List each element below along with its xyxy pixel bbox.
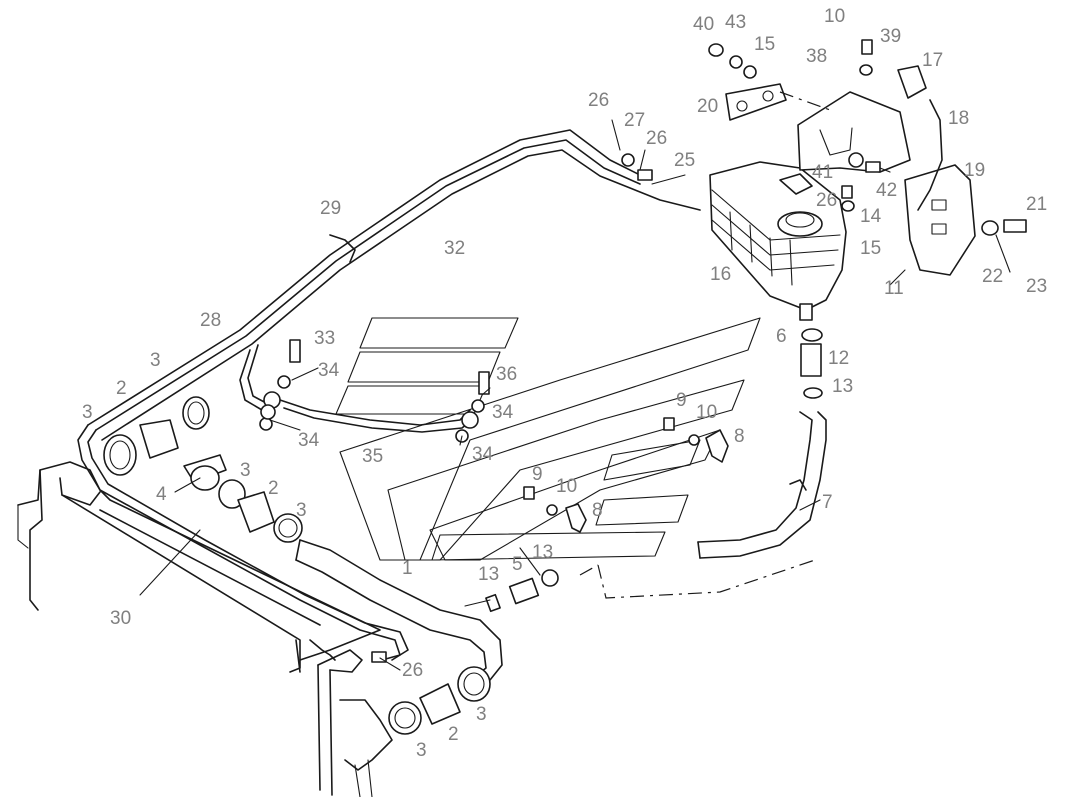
callout-12: 12 [828, 348, 849, 369]
callout-3: 3 [82, 402, 93, 423]
callout-39: 39 [880, 26, 901, 47]
callout-26: 26 [402, 660, 423, 681]
callout-20: 20 [697, 96, 718, 117]
callout-30: 30 [110, 608, 131, 629]
callout-2: 2 [448, 724, 459, 745]
callout-36: 36 [496, 364, 517, 385]
callout-3: 3 [150, 350, 161, 371]
callout-9: 9 [676, 390, 687, 411]
callout-17: 17 [922, 50, 943, 71]
callout-labels: 40 43 15 10 39 38 17 20 18 26 27 26 25 4… [82, 6, 1047, 761]
callout-8: 8 [592, 500, 603, 521]
callout-43: 43 [725, 12, 746, 33]
callout-22: 22 [982, 266, 1003, 287]
callout-27: 27 [624, 110, 645, 131]
callout-18: 18 [948, 108, 969, 129]
callout-10: 10 [556, 476, 577, 497]
background-logo-watermark [335, 317, 761, 561]
callout-25: 25 [674, 150, 695, 171]
callout-13: 13 [832, 376, 853, 397]
callout-15: 15 [754, 34, 775, 55]
callout-29: 29 [320, 198, 341, 219]
callout-15: 15 [860, 238, 881, 259]
callout-8: 8 [734, 426, 745, 447]
callout-33: 33 [314, 328, 335, 349]
callout-19: 19 [964, 160, 985, 181]
tank-brackets [371, 39, 1027, 663]
main-coolant-hoses [295, 411, 827, 691]
callout-1: 1 [402, 558, 413, 579]
expansion-tank [709, 161, 847, 321]
callout-38: 38 [806, 46, 827, 67]
callout-26: 26 [646, 128, 667, 149]
callout-34: 34 [298, 430, 320, 451]
callout-13: 13 [532, 542, 553, 563]
radiator-frame [17, 461, 393, 797]
callout-35: 35 [362, 446, 383, 467]
small-pipe-35 [259, 339, 490, 443]
callout-26: 26 [588, 90, 609, 111]
callout-26: 26 [816, 190, 837, 211]
long-coolant-pipes [77, 129, 701, 661]
callout-2: 2 [116, 378, 127, 399]
callout-7: 7 [822, 492, 833, 513]
callout-21: 21 [1026, 194, 1047, 215]
callout-28: 28 [200, 310, 221, 331]
callout-32: 32 [444, 238, 465, 259]
callout-10: 10 [824, 6, 845, 27]
leader-lines [139, 119, 1011, 671]
callout-16: 16 [710, 264, 731, 285]
callout-41: 41 [812, 162, 833, 183]
callout-3: 3 [476, 704, 487, 725]
callout-2: 2 [268, 478, 279, 499]
callout-3: 3 [416, 740, 427, 761]
callout-34: 34 [492, 402, 514, 423]
connector-parts [464, 328, 823, 613]
callout-10: 10 [696, 402, 717, 423]
callout-5: 5 [512, 554, 523, 575]
callout-11: 11 [884, 278, 904, 299]
callout-4: 4 [156, 484, 167, 505]
callout-42: 42 [876, 180, 897, 201]
callout-13: 13 [478, 564, 499, 585]
callout-40: 40 [693, 14, 714, 35]
callout-14: 14 [860, 206, 882, 227]
callout-3: 3 [240, 460, 251, 481]
callout-34: 34 [472, 444, 494, 465]
callout-6: 6 [776, 326, 787, 347]
callout-3: 3 [296, 500, 307, 521]
callout-23: 23 [1026, 276, 1047, 297]
callout-9: 9 [532, 464, 543, 485]
hose-clamps-and-sleeves [103, 396, 491, 735]
callout-34: 34 [318, 360, 340, 381]
